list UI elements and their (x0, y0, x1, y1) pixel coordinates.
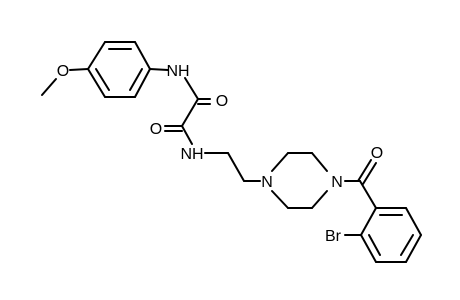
atom-nh-anilide: NH (166, 63, 189, 80)
atom-o-benzoyl: O (371, 145, 383, 162)
atom-n-piperazine-4: N (331, 174, 343, 191)
bond-o-aryl (69, 68, 89, 71)
bond-carbonyl2-nh (181, 125, 193, 145)
bond-ch2-ch2 (227, 152, 245, 182)
methoxyphenyl-ring (87, 41, 151, 98)
bond-methyl-o (41, 78, 57, 96)
atom-o-methoxy: O (57, 63, 69, 80)
bond-carbonyl-o-b (362, 162, 377, 185)
bond-nh-carbonyl1 (184, 77, 199, 100)
bond-carbonyl-aryl (359, 180, 377, 209)
atom-o-carbonyl-upper: O (216, 93, 228, 110)
bromophenyl-ring (360, 207, 422, 263)
bond-aryl-nh (149, 68, 169, 71)
bond-carbonyl1-carbonyl2 (181, 98, 199, 127)
atom-nh-amide: NH (180, 146, 203, 163)
piperazine-ring (271, 152, 328, 209)
atom-n-piperazine-1: N (261, 174, 273, 191)
atom-br: Br (325, 228, 342, 245)
atom-o-carbonyl-lower: O (150, 121, 162, 138)
bond-carbonyl-o-a (357, 159, 372, 182)
